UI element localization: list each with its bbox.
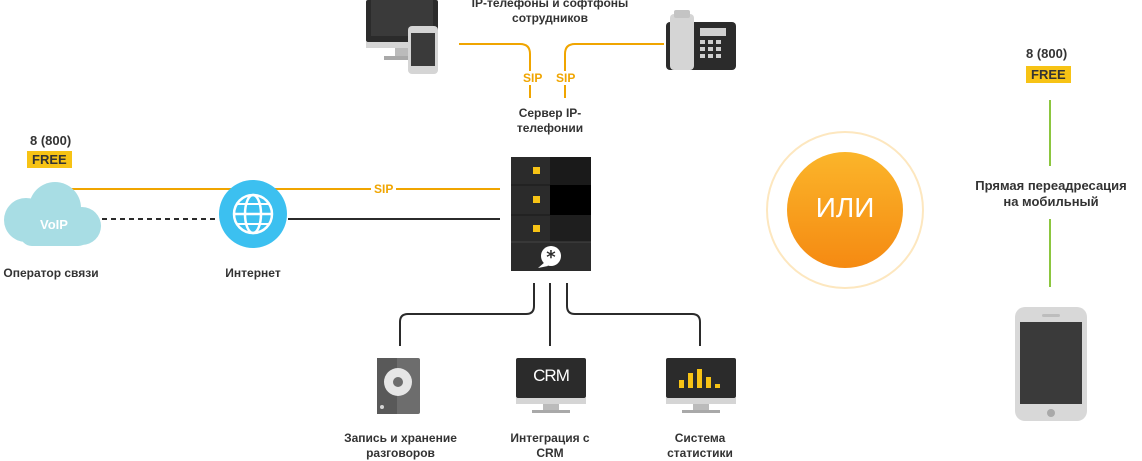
sip-line-desktop	[459, 43, 531, 98]
sip-line-phone	[564, 43, 664, 98]
sip-label-left: SIP	[523, 71, 543, 85]
hard-drive-icon	[377, 358, 420, 414]
internet-label: Интернет	[225, 266, 281, 280]
globe-icon	[219, 180, 287, 248]
free-number-left: 8 (800)	[30, 133, 72, 148]
statistics-monitor-icon	[666, 358, 736, 413]
svg-text:*: *	[546, 247, 556, 268]
forwarding-label: Прямая переадресация на мобильный	[975, 178, 1127, 209]
voip-label: VoIP	[40, 217, 68, 232]
crm-integration-label: Интеграция с CRM	[510, 431, 590, 460]
sip-label-operator: SIP	[371, 182, 397, 196]
tablet-icon	[408, 26, 438, 74]
free-badge-left: FREE	[27, 151, 72, 168]
or-circle	[766, 131, 924, 289]
free-number-right: 8 (800)	[1026, 46, 1068, 61]
asterisk-logo-icon: *	[538, 246, 561, 268]
operator-label: Оператор связи	[3, 266, 99, 280]
recording-label: Запись и хранение разговоров	[344, 431, 457, 460]
or-label: ИЛИ	[815, 192, 875, 223]
free-badge-right: FREE	[1026, 66, 1071, 83]
statistics-label: Система статистики	[667, 431, 733, 460]
desk-phone-icon	[666, 10, 736, 70]
link-statistics	[566, 283, 701, 346]
link-recording	[399, 283, 535, 346]
server-label: Сервер IP-телефонии	[516, 106, 584, 135]
ip-phones-label: IP-телефоны и софтфоны сотрудников	[471, 0, 629, 25]
crm-screen-text: CRM	[533, 366, 570, 385]
crm-monitor-icon	[516, 358, 586, 413]
mobile-phone-icon	[1015, 307, 1087, 421]
sip-label-right: SIP	[556, 71, 576, 85]
cloud-icon	[4, 182, 101, 246]
